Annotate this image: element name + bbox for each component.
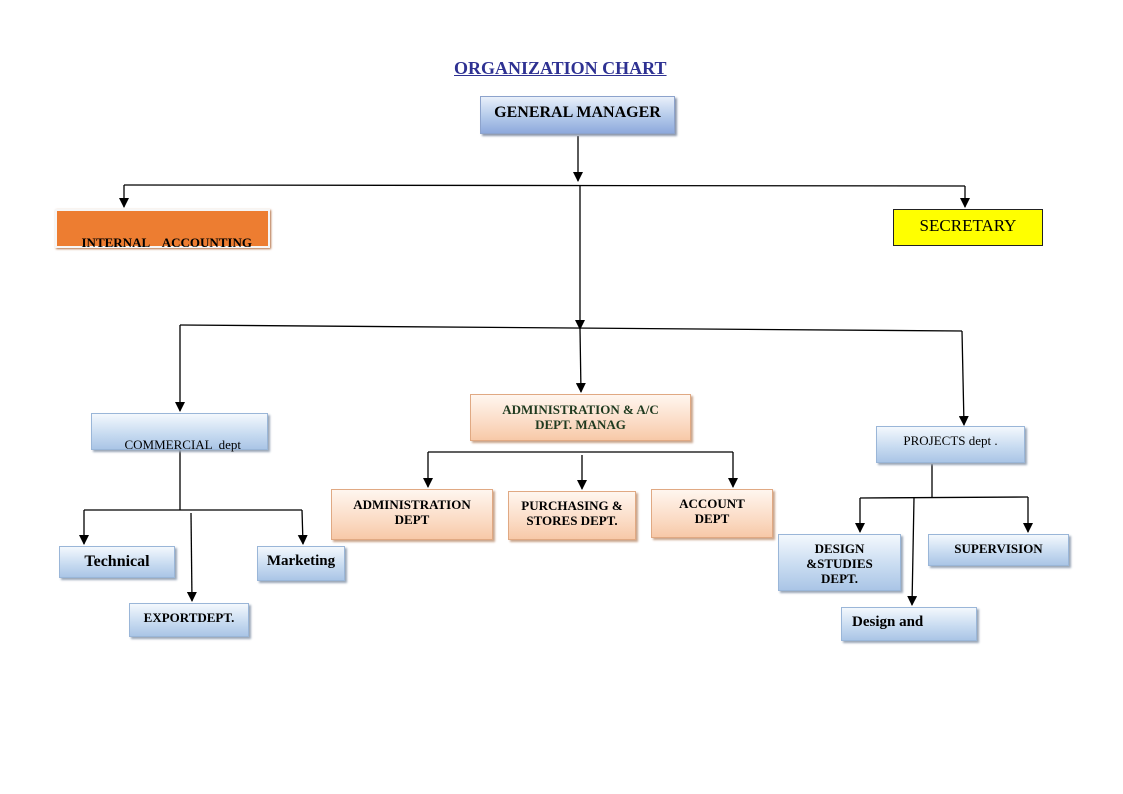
marketing-label: Marketing — [266, 553, 336, 569]
internal-accounting-box: INTERNAL ACCOUNTING — [55, 209, 270, 250]
design-studies-line-1: DESIGN — [814, 541, 865, 556]
connector-line — [179, 324, 963, 332]
export-dept-box: EXPORTDEPT. — [129, 603, 249, 637]
design-studies-line-2: &STUDIES — [806, 556, 873, 571]
technical-box: Technical — [59, 546, 175, 578]
administration-dept-box: ADMINISTRATION DEPT — [331, 489, 493, 540]
administration-dept-line-1: ADMINISTRATION — [353, 497, 471, 512]
account-line-1: ACCOUNT — [679, 496, 745, 511]
connector-line — [907, 497, 918, 606]
connector-line — [123, 184, 966, 187]
general-manager-label: GENERAL MANAGER — [494, 104, 661, 121]
technical-label: Technical — [84, 553, 150, 570]
export-dept-label: EXPORTDEPT. — [143, 610, 235, 625]
design-studies-box: DESIGN &STUDIES DEPT. — [778, 534, 901, 591]
administration-dept-line-2: DEPT — [394, 512, 430, 527]
projects-dept-label: PROJECTS dept . — [903, 433, 998, 448]
secretary-label: SECRETARY — [919, 216, 1017, 235]
commercial-dept-box: COMMERCIAL dept — [91, 413, 268, 452]
connector-line — [186, 512, 197, 602]
purchasing-stores-box: PURCHASING & STORES DEPT. — [508, 491, 636, 540]
account-line-2: DEPT — [694, 511, 730, 526]
internal-accounting-label: INTERNAL ACCOUNTING — [81, 235, 252, 250]
administration-ac-box: ADMINISTRATION & A/C DEPT. MANAG — [470, 394, 691, 441]
commercial-dept-label: COMMERCIAL dept — [124, 437, 242, 452]
purchasing-line-2: STORES DEPT. — [526, 513, 618, 528]
general-manager-box: GENERAL MANAGER — [480, 96, 675, 134]
account-dept-box: ACCOUNT DEPT — [651, 489, 773, 538]
design-and-box: Design and — [841, 607, 977, 641]
supervision-box: SUPERVISION — [928, 534, 1069, 566]
design-and-label: Design and — [852, 614, 924, 630]
connector-line — [859, 496, 1029, 499]
secretary-box: SECRETARY — [893, 209, 1043, 246]
marketing-box: Marketing — [257, 546, 345, 581]
connector-line — [297, 509, 308, 545]
administration-ac-line-2: DEPT. MANAG — [535, 417, 626, 432]
administration-ac-line-1: ADMINISTRATION & A/C — [502, 402, 659, 417]
projects-dept-box: PROJECTS dept . — [876, 426, 1025, 463]
supervision-label: SUPERVISION — [954, 541, 1043, 556]
design-studies-line-3: DEPT. — [821, 571, 858, 586]
purchasing-line-1: PURCHASING & — [521, 498, 623, 513]
page-title: ORGANIZATION CHART — [454, 58, 667, 78]
connector-line — [958, 330, 969, 426]
connector-line — [575, 328, 586, 393]
